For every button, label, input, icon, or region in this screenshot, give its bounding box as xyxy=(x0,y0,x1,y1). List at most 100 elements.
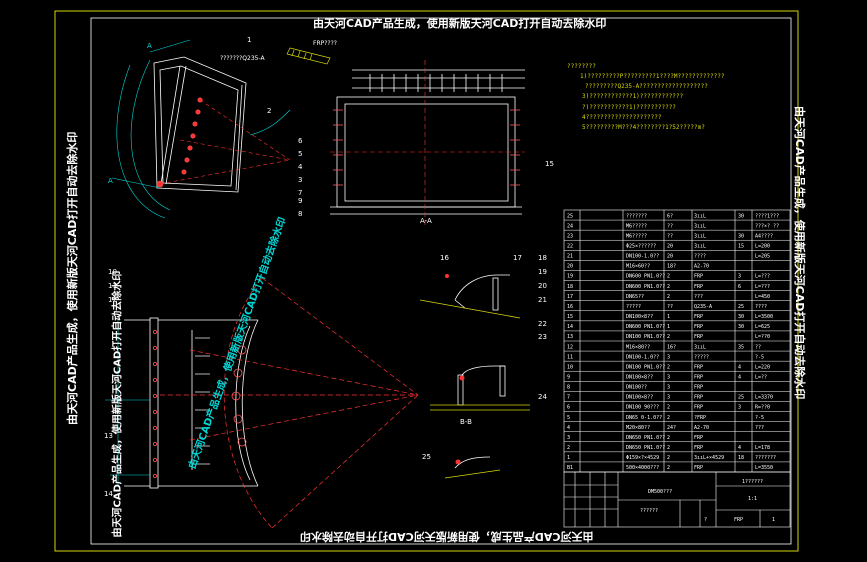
bom-cell-mat: 3ııL xyxy=(694,213,706,219)
bom-cell-note1: 15 xyxy=(738,243,744,249)
bom-cell-note2: L=220 xyxy=(755,364,770,370)
bom-cell-name: M6????? xyxy=(626,223,647,229)
detail-views xyxy=(419,274,530,479)
bom-cell-name: Φ25×?????? xyxy=(626,243,656,249)
bom-cell-name: DN100×8?? xyxy=(626,314,653,320)
bom-cell-name: ??????? xyxy=(626,213,647,219)
callout-17: 17 xyxy=(513,254,522,262)
bom-cell-mat: FRP xyxy=(694,274,703,280)
bom-cell-no: 22 xyxy=(567,243,573,249)
bom-cell-qty: ?? xyxy=(667,223,673,229)
bom-cell-qty: 2 xyxy=(667,334,670,340)
bom-cell-note2: L=??? xyxy=(755,284,770,290)
callout-10: 10 xyxy=(108,268,117,276)
bom-cell-qty: 2 xyxy=(667,284,670,290)
bom-cell-name: DN100 PN1.0?? xyxy=(626,364,665,370)
bom-cell-name: DN65 0-1.0?? xyxy=(626,415,662,421)
bom-cell-note2: L=?? xyxy=(755,374,767,380)
bom-cell-qty: 6? xyxy=(667,213,673,219)
bom-cell-note1: 3 xyxy=(738,274,741,280)
section-mark-a-right: A xyxy=(108,177,113,185)
bom-cell-note2: ???? xyxy=(755,304,767,310)
bom-cell-qty: 1 xyxy=(667,324,670,330)
bom-cell-mat: ??? xyxy=(694,294,703,300)
title-block xyxy=(563,471,791,528)
bom-cell-note1: 18 xyxy=(738,455,744,461)
bom-cell-qty: 1 xyxy=(667,314,670,320)
bom-cell-name: 500×4000??? xyxy=(626,465,659,471)
bom-cell-qty: 24? xyxy=(667,425,676,431)
side-view-upper-left xyxy=(153,56,247,193)
bom-cell-qty: 3 xyxy=(667,385,670,391)
bom-cell-no: 14 xyxy=(567,324,573,330)
bom-cell-no: 1 xyxy=(567,455,570,461)
callout-7: 7 xyxy=(298,189,303,197)
cone-view-nozzles xyxy=(152,329,247,478)
bom-cell-note2: ????1??? xyxy=(755,213,779,219)
note-line: 4????????????????????? xyxy=(582,114,662,121)
bom-cell-no: B1 xyxy=(567,465,573,471)
callout-15: 15 xyxy=(545,160,554,168)
bom-cell-note2: L=3500 xyxy=(755,314,773,320)
watermark-top: 由天河CAD产品生成，使用新版天河CAD打开自动去除水印 xyxy=(313,17,607,30)
bom-cell-mat: 3ııL xyxy=(694,223,706,229)
bom-cell-qty: 18? xyxy=(667,264,676,270)
bom-cell-note2: L=625 xyxy=(755,324,770,330)
q235-tag: ???????Q235-A xyxy=(220,55,265,62)
callout-25: 25 xyxy=(422,453,431,461)
callout-11: 11 xyxy=(108,282,117,290)
aa-view-rect xyxy=(330,69,525,215)
bom-cell-mat: 3ııL+×4529 xyxy=(694,455,724,461)
bom-cell-name: DN600 PN1.0?? xyxy=(626,284,665,290)
bom-cell-note1: 30 xyxy=(738,233,744,239)
bom-cell-no: 2 xyxy=(567,445,570,451)
note-line: 3)????????????1)???????????? xyxy=(582,93,684,100)
bom-cell-mat: FRP xyxy=(694,374,703,380)
callout-18: 18 xyxy=(538,254,547,262)
callout-13: 13 xyxy=(104,432,113,440)
bom-cell-note1: 4 xyxy=(738,364,741,370)
bom-cell-no: 5 xyxy=(567,415,570,421)
bom-cell-mat: 3ııL xyxy=(694,344,706,350)
side-view-red-centerlines xyxy=(159,99,291,185)
bom-cell-name: DN600 PN1.0?? xyxy=(626,274,665,280)
callout-16: 16 xyxy=(440,254,449,262)
bom-cell-qty: 20 xyxy=(667,254,673,260)
bom-cell-note1: 30 xyxy=(738,314,744,320)
callout-12: 12 xyxy=(108,296,117,304)
bom-cell-note2: L=??? xyxy=(755,274,770,280)
bom-cell-name: DN100×8?? xyxy=(626,374,653,380)
bom-cell-note1: 3 xyxy=(738,405,741,411)
watermark-right: 由天河CAD产品生成，使用新版天河CAD打开自动去除水印 xyxy=(793,106,806,400)
bom-cell-no: 13 xyxy=(567,334,573,340)
bom-cell-no: 18 xyxy=(567,284,573,290)
bom-cell-no: 11 xyxy=(567,354,573,360)
callout-19: 19 xyxy=(538,268,547,276)
bom-cell-mat: FRP xyxy=(694,435,703,441)
note-line: ?????????Q235-A??????????????????? xyxy=(585,83,708,90)
cone-view-arc xyxy=(160,277,419,529)
bom-cell-mat: FRP xyxy=(694,445,703,451)
bom-cell-note2: L=??0 xyxy=(755,334,770,340)
callout-22: 22 xyxy=(538,320,547,328)
bom-cell-name: DN650 PN1.0?? xyxy=(626,445,665,451)
bom-cell-note2: L=450 xyxy=(755,294,770,300)
drawing-scale: 1:1 xyxy=(748,496,757,502)
detail-view-red-dots xyxy=(445,274,465,465)
callout-20: 20 xyxy=(538,282,547,290)
bom-cell-name: M16×60?? xyxy=(626,264,650,270)
bom-cell-no: 24 xyxy=(567,223,573,229)
bom-cell-note1: 35 xyxy=(738,344,744,350)
callout-24: 24 xyxy=(538,393,547,401)
bom-cell-mat: 3ııL xyxy=(694,233,706,239)
bom-cell-no: 23 xyxy=(567,233,573,239)
watermark-left: 由天河CAD产品生成，使用新版天河CAD打开自动去除水印 xyxy=(66,131,79,425)
aa-view-bolts xyxy=(369,74,503,92)
bom-cell-mat: FRP xyxy=(694,465,703,471)
bom-cell-note2: ?-5 xyxy=(755,415,764,421)
bom-cell-qty: 2 xyxy=(667,445,670,451)
sheet-outer-border xyxy=(54,10,799,552)
bom-cell-note1: 4 xyxy=(738,374,741,380)
